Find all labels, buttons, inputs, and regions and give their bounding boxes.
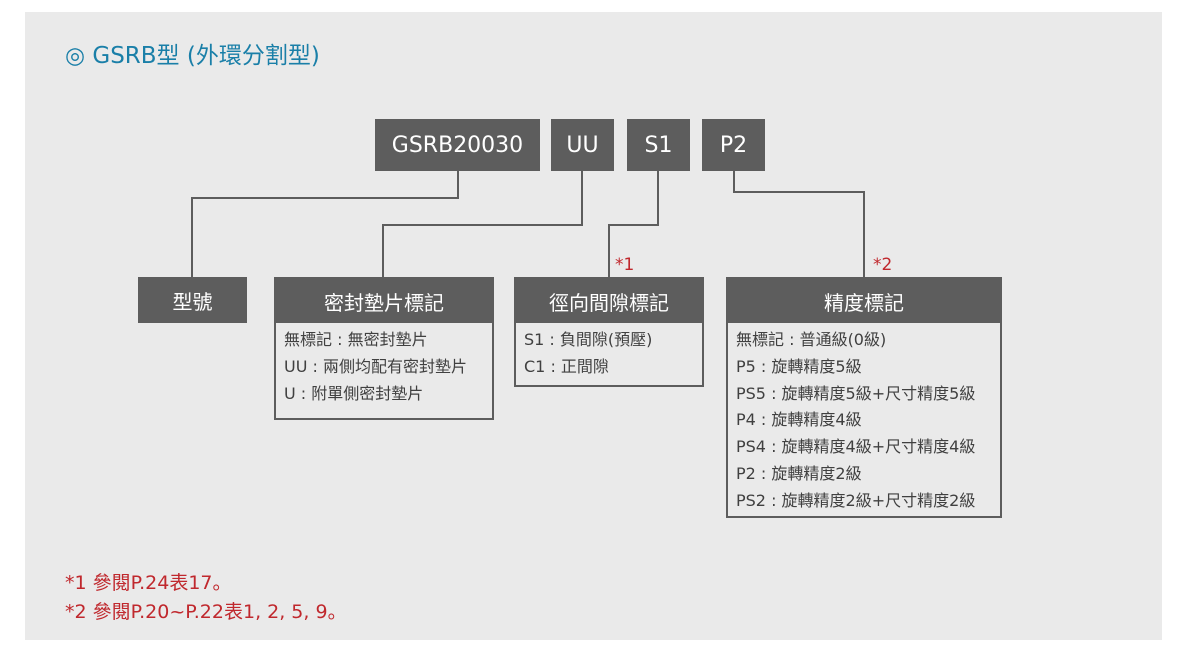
page-title: ◎ GSRB型 (外環分割型): [65, 43, 320, 69]
category-precision-list: 無標記 : 普通級(0級) P5 : 旋轉精度5級 PS5 : 旋轉精度5級+尺…: [728, 323, 1000, 515]
category-clearance-label: 徑向間隙標記: [516, 279, 702, 323]
category-model-label: 型號: [138, 277, 247, 323]
list-item: 無標記 : 普通級(0級): [736, 330, 887, 349]
footnote-1: *1 參閱P.24表17。: [65, 572, 232, 594]
list-item: PS2 : 旋轉精度2級+尺寸精度2級: [736, 490, 976, 510]
list-item: P4 : 旋轉精度4級: [736, 410, 862, 430]
connector-precision: [733, 171, 865, 277]
connector-seal: [382, 171, 583, 277]
code-part-seal: UU: [551, 119, 614, 171]
footnote-2: *2 參閱P.20~P.22表1, 2, 5, 9。: [65, 601, 347, 623]
category-precision: 精度標記 無標記 : 普通級(0級) P5 : 旋轉精度5級 PS5 : 旋轉精…: [726, 277, 1002, 518]
code-part-model: GSRB20030: [375, 119, 540, 171]
category-seal: 密封墊片標記 無標記 : 無密封墊片 UU : 兩側均配有密封墊片 U : 附單…: [274, 277, 494, 420]
category-seal-list: 無標記 : 無密封墊片 UU : 兩側均配有密封墊片 U : 附單側密封墊片: [276, 323, 492, 407]
connector-clearance: [608, 171, 659, 277]
list-item: S1 : 負間隙(預壓): [524, 330, 653, 349]
list-item: U : 附單側密封墊片: [284, 383, 424, 403]
code-part-clearance: S1: [627, 119, 690, 171]
list-item: 無標記 : 無密封墊片: [284, 330, 428, 349]
list-item: UU : 兩側均配有密封墊片: [284, 356, 467, 376]
category-precision-label: 精度標記: [728, 279, 1000, 323]
code-part-precision: P2: [702, 119, 765, 171]
precision-ref-mark: *2: [873, 255, 893, 275]
list-item: P5 : 旋轉精度5級: [736, 356, 862, 376]
list-item: C1 : 正間隙: [524, 356, 609, 376]
list-item: PS4 : 旋轉精度4級+尺寸精度4級: [736, 437, 976, 457]
category-seal-label: 密封墊片標記: [276, 279, 492, 323]
list-item: PS5 : 旋轉精度5級+尺寸精度5級: [736, 383, 976, 403]
list-item: P2 : 旋轉精度2級: [736, 463, 862, 483]
clearance-ref-mark: *1: [615, 255, 635, 275]
connector-model: [191, 171, 459, 277]
category-clearance-list: S1 : 負間隙(預壓) C1 : 正間隙: [516, 323, 702, 381]
category-clearance: 徑向間隙標記 S1 : 負間隙(預壓) C1 : 正間隙: [514, 277, 704, 387]
